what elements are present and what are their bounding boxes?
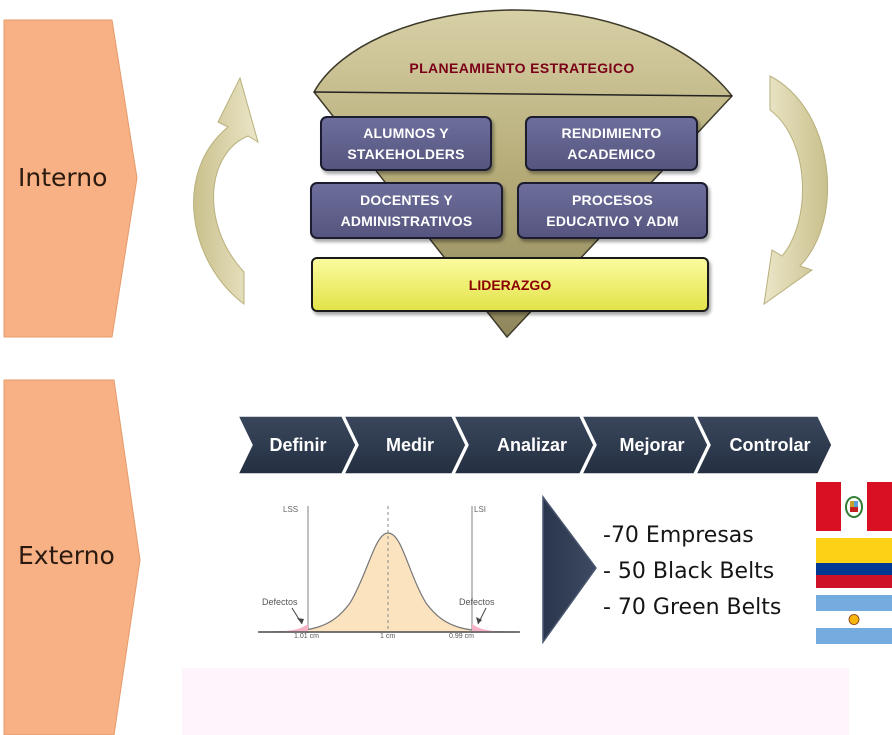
box-teachers-administrative: DOCENTES Y ADMINISTRATIVOS <box>310 182 503 239</box>
lsi-label: LSI <box>474 505 487 514</box>
chevron-mejorar <box>581 416 709 474</box>
step-medir: Medir <box>385 434 434 455</box>
planning-title: PLANEAMIENTO ESTRATEGICO <box>409 60 635 76</box>
leadership-label: LIDERAZGO <box>468 276 552 293</box>
chevron-definir <box>238 416 357 474</box>
box-label: RENDIMIENTO ACADEMICO <box>561 124 662 162</box>
external-side-arrow <box>3 379 141 735</box>
step-analizar: Analizar <box>496 434 568 455</box>
peru-flag-icon <box>816 482 892 531</box>
box-academic-performance: RENDIMIENTO ACADEMICO <box>525 116 698 171</box>
defects-right-label: Defectos <box>459 597 495 607</box>
planning-funnel <box>313 9 733 339</box>
chevron-controlar <box>695 416 833 474</box>
step-definir: Definir <box>269 434 327 455</box>
left-cycle-arrow-icon <box>193 76 259 306</box>
argentina-flag-icon <box>816 595 892 644</box>
internal-label: Interno <box>18 163 108 192</box>
stat-black-belts: - 50 Black Belts <box>603 559 775 584</box>
stat-companies: -70 Empresas <box>603 523 754 548</box>
tick-left-label: 1.01 cm <box>294 633 319 640</box>
box-students-stakeholders: ALUMNOS Y STAKEHOLDERS <box>320 116 492 171</box>
chevron-analizar <box>453 416 595 474</box>
tick-right-label: 0.99 cm <box>449 633 474 640</box>
tick-center-label: 1 cm <box>380 633 396 640</box>
internal-side-arrow <box>3 19 138 338</box>
step-mejorar: Mejorar <box>619 434 685 455</box>
normal-distribution-figure <box>258 506 520 633</box>
box-label: PROCESOS EDUCATIVO Y ADM <box>546 191 679 229</box>
right-cycle-arrow-icon <box>763 75 828 306</box>
lss-label: LSS <box>283 505 299 514</box>
defects-left-label: Defectos <box>262 597 298 607</box>
leadership-bar: LIDERAZGO <box>311 257 709 312</box>
stat-green-belts: - 70 Green Belts <box>603 595 782 620</box>
results-arrow-icon <box>542 494 597 645</box>
box-label: ALUMNOS Y STAKEHOLDERS <box>347 124 465 162</box>
chevron-medir <box>343 416 467 474</box>
colombia-flag-icon <box>816 538 892 588</box>
step-controlar: Controlar <box>729 434 811 455</box>
bottom-band <box>182 668 849 735</box>
dmaic-process-bar <box>238 416 833 474</box>
box-processes: PROCESOS EDUCATIVO Y ADM <box>517 182 708 239</box>
external-label: Externo <box>18 541 115 570</box>
box-label: DOCENTES Y ADMINISTRATIVOS <box>340 191 473 229</box>
